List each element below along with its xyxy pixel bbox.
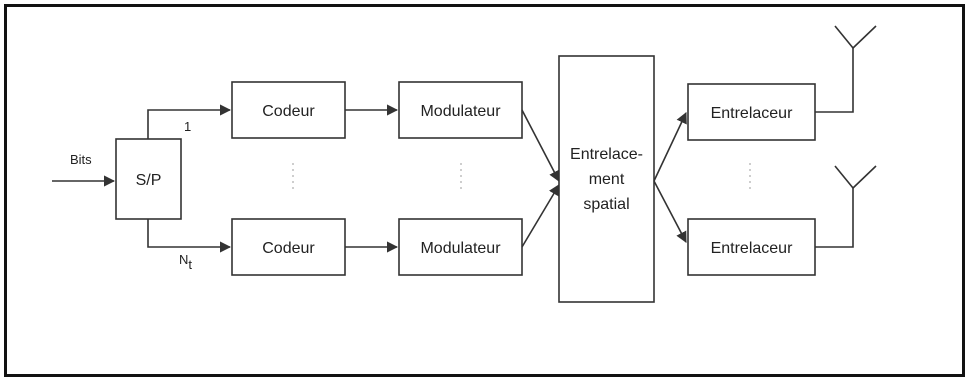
coder-block-top — [231, 81, 346, 139]
input-label: Bits — [70, 152, 92, 167]
branch-bottom-wire — [147, 219, 232, 253]
spatial-to-interleaver-top — [653, 111, 687, 182]
interleaver-label-bottom: Entrelaceur — [711, 240, 793, 257]
mod-to-spatial-bottom — [521, 184, 560, 248]
modulator-label-bottom: Modulateur — [420, 240, 501, 257]
spatial-interleaver-line-2: ment — [589, 171, 625, 188]
output-wire-bottom — [815, 188, 854, 248]
antenna-icon — [834, 165, 877, 189]
modulator-block-top — [398, 81, 523, 139]
modulator-block-bottom — [398, 218, 523, 276]
spatial-interleaver-line-3: spatial — [583, 196, 629, 213]
interleaver-label-top: Entrelaceur — [711, 105, 793, 122]
spatial-interleaver-block — [558, 55, 655, 303]
splitter-label: S/P — [136, 172, 162, 189]
splitter-block — [115, 138, 182, 220]
interleaver-block-bottom — [687, 218, 816, 276]
output-wire-top — [815, 48, 854, 113]
spatial-to-interleaver-bottom — [653, 180, 687, 243]
interleaver-block-top — [687, 83, 816, 141]
coder-label-top: Codeur — [262, 103, 315, 120]
branch-top-label: 1 — [184, 119, 191, 134]
branch-bottom-label: Nt — [179, 252, 192, 272]
coder-block-bottom — [231, 218, 346, 276]
modulator-label-top: Modulateur — [420, 103, 501, 120]
branch-top-wire — [147, 104, 232, 139]
mod-to-spatial-top — [521, 109, 560, 182]
coder-label-bottom: Codeur — [262, 240, 315, 257]
spatial-interleaver-line-1: Entrelace- — [570, 146, 643, 163]
antenna-icon — [834, 25, 877, 49]
